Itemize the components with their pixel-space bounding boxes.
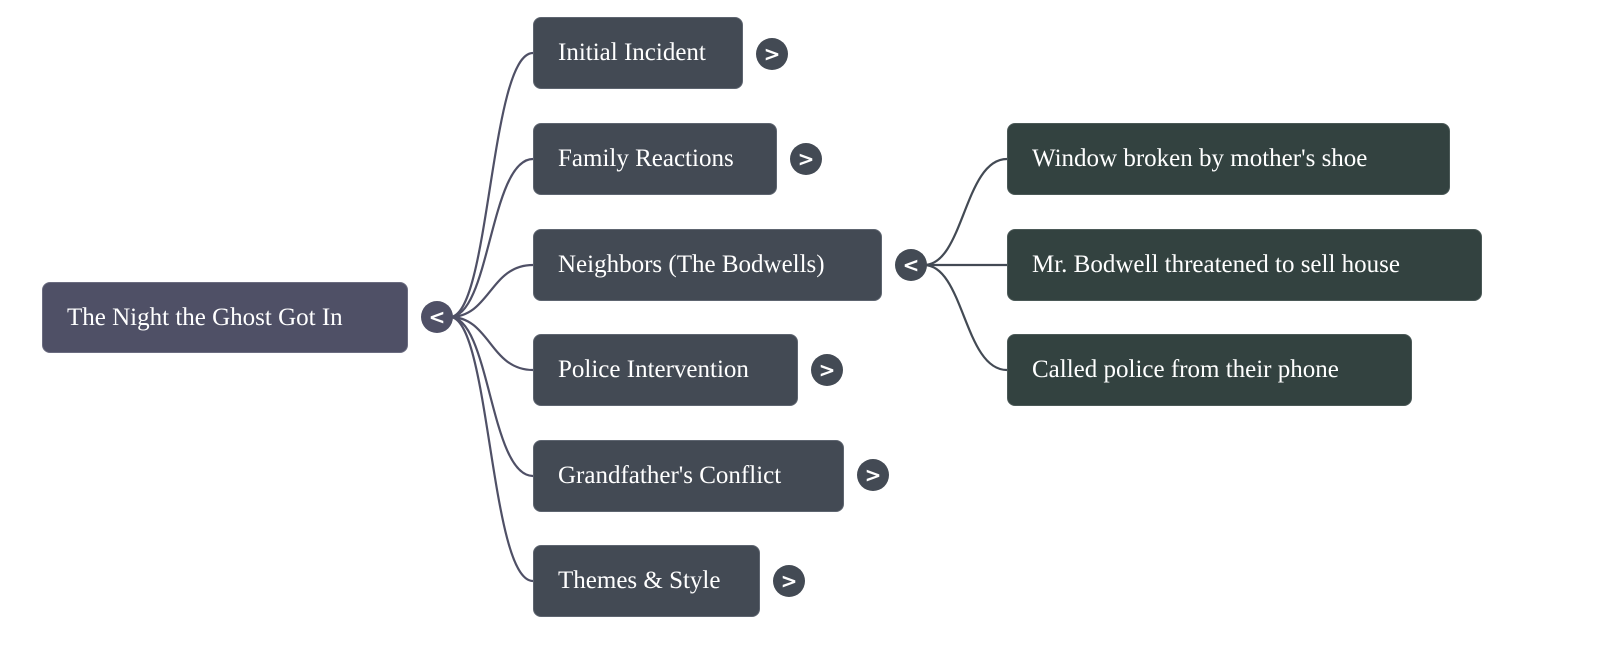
root-branch-connector xyxy=(449,315,534,478)
leaf-label: Window broken by mother's shoe xyxy=(1032,145,1368,172)
root-branch-connector xyxy=(449,315,534,372)
expand-toggle-icon[interactable]: > xyxy=(790,143,822,175)
leaf-node-window-broken[interactable]: Window broken by mother's shoe xyxy=(1007,123,1450,195)
leaf-label: Called police from their phone xyxy=(1032,356,1339,383)
branch-node-grandfathers-conflict[interactable]: Grandfather's Conflict xyxy=(533,440,844,512)
expand-toggle-icon[interactable]: > xyxy=(857,459,889,491)
branch-node-family-reactions[interactable]: Family Reactions xyxy=(533,123,777,195)
branch-node-themes-style[interactable]: Themes & Style xyxy=(533,545,760,617)
collapse-toggle-icon[interactable]: < xyxy=(895,249,927,281)
branch-node-neighbors[interactable]: Neighbors (The Bodwells) xyxy=(533,229,882,301)
branch-node-police-intervention[interactable]: Police Intervention xyxy=(533,334,798,406)
leaf-node-threatened-to-sell[interactable]: Mr. Bodwell threatened to sell house xyxy=(1007,229,1482,301)
root-node[interactable]: The Night the Ghost Got In xyxy=(42,282,408,353)
expand-toggle-icon[interactable]: > xyxy=(756,38,788,70)
branch-label: Themes & Style xyxy=(558,567,721,594)
branch-label: Grandfather's Conflict xyxy=(558,462,782,489)
branch-leaf-connector xyxy=(923,157,1008,267)
leaf-label: Mr. Bodwell threatened to sell house xyxy=(1032,251,1400,278)
expand-toggle-icon[interactable]: > xyxy=(811,354,843,386)
branch-label: Neighbors (The Bodwells) xyxy=(558,251,825,278)
root-branch-connector xyxy=(449,263,534,319)
branch-label: Police Intervention xyxy=(558,356,749,383)
branch-label: Family Reactions xyxy=(558,145,734,172)
leaf-node-called-police[interactable]: Called police from their phone xyxy=(1007,334,1412,406)
root-branch-connector xyxy=(449,51,534,319)
branch-label: Initial Incident xyxy=(558,39,706,66)
expand-toggle-icon[interactable]: > xyxy=(773,565,805,597)
root-node-label: The Night the Ghost Got In xyxy=(67,303,343,331)
branch-leaf-connector xyxy=(923,263,1008,372)
branch-node-initial-incident[interactable]: Initial Incident xyxy=(533,17,743,89)
root-branch-connector xyxy=(449,157,534,319)
root-branch-connector xyxy=(449,315,534,583)
root-collapse-toggle-icon[interactable]: < xyxy=(421,301,453,333)
